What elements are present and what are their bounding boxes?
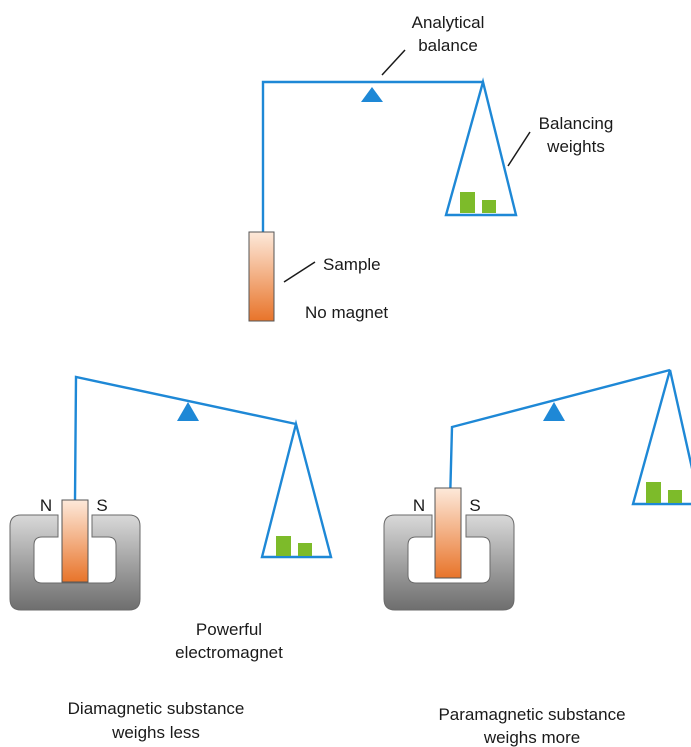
balance-beam xyxy=(446,368,671,579)
pivot-triangle xyxy=(177,402,199,421)
pole-s-label: S xyxy=(469,496,480,515)
diamagnetic-caption-line1: Diamagnetic substance xyxy=(68,699,245,718)
electromagnet xyxy=(9,514,141,611)
weight-pan xyxy=(631,369,691,506)
balancing-weight-small xyxy=(668,490,682,503)
balancing-weight-small xyxy=(482,200,496,213)
balance-no-magnet: Analytical balance Balancing weights Sam… xyxy=(248,13,614,322)
electromagnet-label-line2: electromagnet xyxy=(175,643,283,662)
balance-diamagnetic: N S Powerful electromagnet Diamagnetic s… xyxy=(9,375,333,742)
balance-paramagnetic: N S Paramagnetic substance weighs more xyxy=(383,368,691,747)
pivot-triangle xyxy=(543,402,565,421)
balancing-weight-small xyxy=(298,543,312,556)
balance-label-line1: Analytical xyxy=(412,13,485,32)
balancing-weight-large xyxy=(646,482,661,503)
pivot-triangle xyxy=(361,87,383,102)
sample-rod xyxy=(248,231,275,322)
balance-beam xyxy=(261,80,483,235)
balance-label-line2: balance xyxy=(418,36,478,55)
weight-pan xyxy=(444,77,518,217)
balancing-weight-large xyxy=(460,192,475,213)
pole-n-label: N xyxy=(40,496,52,515)
balancing-weight-large xyxy=(276,536,291,556)
weights-label-line1: Balancing xyxy=(539,114,614,133)
sample-leader-line xyxy=(283,261,316,283)
electromagnet-label-line1: Powerful xyxy=(196,620,262,639)
diamagnetic-caption-line2: weighs less xyxy=(111,723,200,742)
weights-leader-line xyxy=(507,131,531,167)
sample-label: Sample xyxy=(323,255,381,274)
pole-s-label: S xyxy=(96,496,107,515)
sample-rod xyxy=(434,487,462,579)
sample-rod xyxy=(61,499,89,583)
pole-n-label: N xyxy=(413,496,425,515)
weight-pan xyxy=(260,419,333,559)
balance-leader-line xyxy=(381,49,406,76)
electromagnet xyxy=(383,514,515,611)
paramagnetic-caption-line1: Paramagnetic substance xyxy=(438,705,625,724)
no-magnet-label: No magnet xyxy=(305,303,388,322)
paramagnetic-caption-line2: weighs more xyxy=(483,728,580,747)
balance-beam xyxy=(73,375,297,501)
weights-label-line2: weights xyxy=(546,137,605,156)
